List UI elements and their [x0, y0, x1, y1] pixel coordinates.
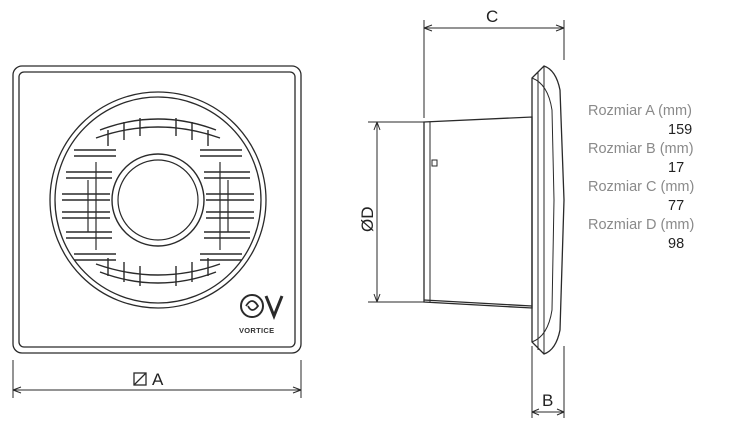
dimension-d — [368, 121, 424, 303]
front-view — [12, 65, 302, 354]
spec-label-a: Rozmiar A (mm) — [588, 103, 692, 119]
dimension-b — [531, 346, 565, 418]
dimension-c — [423, 20, 565, 118]
duct-tab — [431, 159, 438, 167]
logo-wordmark: VORTICE — [239, 326, 274, 335]
face-plate-profile — [531, 65, 565, 355]
grille-bars-top — [95, 118, 221, 146]
spec-label-b: Rozmiar B (mm) — [588, 141, 694, 157]
spec-row-c: Rozmiar C (mm) 77 — [588, 178, 738, 216]
dimension-a-label: A — [152, 370, 164, 389]
spec-value-a: 159 — [668, 122, 693, 138]
dimension-c-label: C — [486, 7, 498, 26]
spec-label-d: Rozmiar D (mm) — [588, 217, 695, 233]
side-view — [423, 65, 565, 355]
spec-row-b: Rozmiar B (mm) 17 — [588, 140, 738, 178]
spec-value-c: 77 — [668, 198, 685, 214]
square-symbol-icon — [133, 372, 147, 386]
grille-bars-right — [200, 149, 254, 261]
vortice-logo — [240, 294, 284, 321]
hub-inner — [117, 159, 199, 241]
spec-value-b: 17 — [668, 160, 685, 176]
dimension-d-label: ØD — [358, 207, 377, 233]
dimension-a — [12, 360, 302, 398]
spec-row-a: Rozmiar A (mm) 159 — [588, 102, 738, 140]
grille-outer-ring-2 — [54, 96, 262, 304]
grille-outer-ring — [49, 91, 267, 309]
hub-outer — [111, 153, 205, 247]
spec-value-d: 98 — [668, 236, 685, 252]
logo-v-icon — [264, 295, 284, 321]
grille-bars-left — [62, 149, 116, 261]
dimension-b-label: B — [542, 391, 553, 410]
logo-swirl-icon — [240, 294, 264, 318]
grille-rods — [87, 162, 229, 250]
grille-bars-bottom — [95, 258, 221, 286]
spec-row-d: Rozmiar D (mm) 98 — [588, 216, 738, 254]
spec-label-c: Rozmiar C (mm) — [588, 179, 695, 195]
front-plate-outer — [12, 65, 302, 354]
dimension-specs: Rozmiar A (mm) 159 Rozmiar B (mm) 17 Roz… — [588, 102, 738, 254]
duct-body — [423, 116, 533, 309]
front-plate-inner — [18, 71, 296, 348]
